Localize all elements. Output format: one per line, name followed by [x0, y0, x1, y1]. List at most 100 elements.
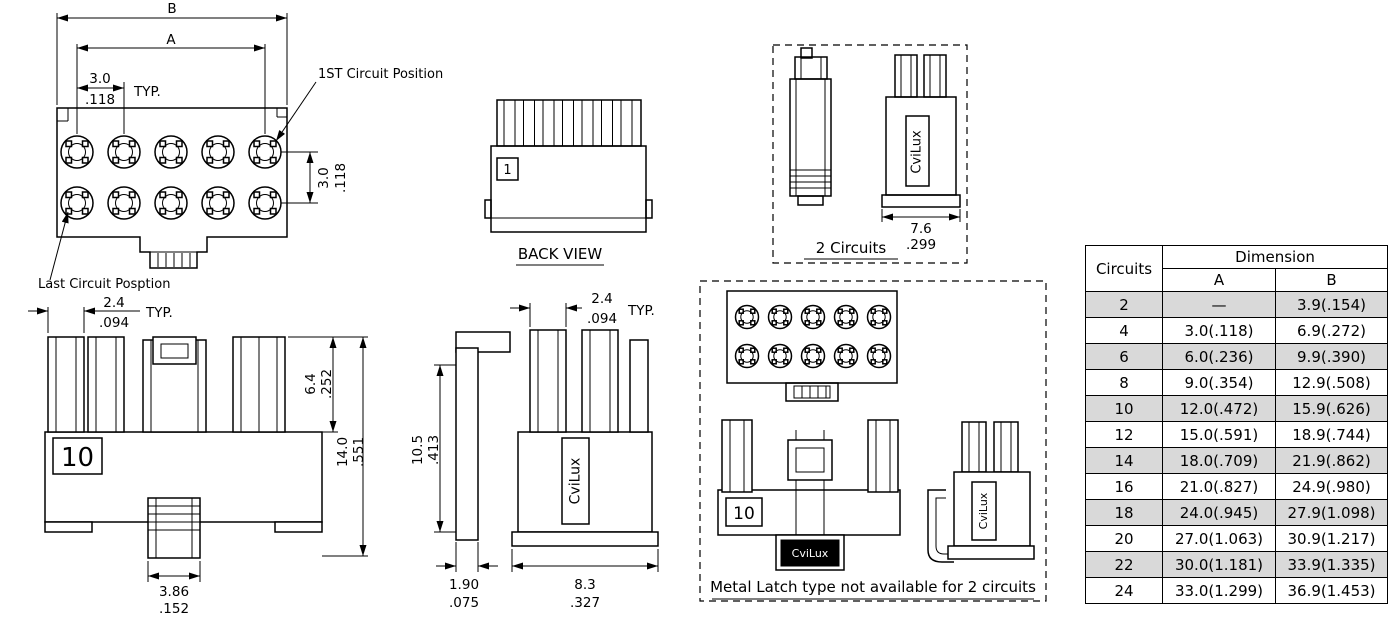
dim-height-mm: 10.5 — [410, 435, 426, 465]
header-col-b: B — [1274, 268, 1389, 292]
cell-circuits: 22 — [1085, 551, 1163, 578]
front-view: B A 3.0 .118 TYP. 3.0 .118 1ST Circuit P… — [38, 1, 443, 292]
two-circuits-frame — [772, 44, 968, 264]
cell-circuits: 12 — [1085, 421, 1163, 448]
metal-latch-caption: Metal Latch type not available for 2 cir… — [710, 578, 1036, 596]
last-circuit-callout: Last Circuit Posption — [38, 277, 170, 292]
cell-dim-b: 24.9(.980) — [1274, 473, 1389, 500]
cell-dim-a: 3.0(.118) — [1162, 317, 1276, 344]
cell-dim-a: 21.0(.827) — [1162, 473, 1276, 500]
cell-dim-a: 9.0(.354) — [1162, 369, 1276, 396]
cell-dim-a: 18.0(.709) — [1162, 447, 1276, 474]
cell-dim-a: 24.0(.945) — [1162, 499, 1276, 526]
cell-dim-b: 12.9(.508) — [1274, 369, 1389, 396]
position-one-label: 1 — [503, 163, 511, 178]
cell-dim-a: 33.0(1.299) — [1162, 577, 1276, 604]
dim-slot-in: .094 — [587, 311, 617, 327]
dim-total-height-mm: 14.0 — [335, 437, 351, 467]
typ-label-b: TYP. — [627, 303, 655, 319]
dim-slot-mm: 2.4 — [591, 291, 612, 307]
brand-logo: CviLux — [792, 547, 829, 560]
brand-logo: CviLux — [977, 492, 990, 529]
cell-circuits: 18 — [1085, 499, 1163, 526]
two-circuits-caption: 2 Circuits — [816, 239, 887, 257]
cell-dim-b: 18.9(.744) — [1274, 421, 1389, 448]
cell-dim-b: 27.9(1.098) — [1274, 499, 1389, 526]
header-dimension: Dimension — [1161, 245, 1389, 269]
position-ten-label: 10 — [61, 443, 94, 473]
typ-label-a: TYP. — [145, 305, 173, 321]
brand-logo: CviLux — [568, 458, 584, 505]
cell-dim-a: 6.0(.236) — [1162, 343, 1276, 370]
cell-dim-b: 36.9(1.453) — [1274, 577, 1389, 604]
metal-latch-frame — [699, 280, 1047, 602]
cell-dim-b: 30.9(1.217) — [1274, 525, 1389, 552]
header-circuits: Circuits — [1085, 245, 1163, 292]
cell-dim-a: 15.0(.591) — [1162, 421, 1276, 448]
cell-dim-b: 6.9(.272) — [1274, 317, 1389, 344]
side-view-a: 10 2.4 .094 TYP. 6.4 .252 14.0 .551 3.86… — [28, 295, 368, 617]
table-row: 2—3.9(.154) — [1085, 291, 1389, 318]
cell-circuits: 6 — [1085, 343, 1163, 370]
dim-latch-width-in: .152 — [159, 601, 189, 617]
cell-circuits: 10 — [1085, 395, 1163, 422]
back-view: 1 BACK VIEW — [484, 99, 653, 266]
dim-channel-height-mm: 6.4 — [303, 373, 319, 394]
dim-depth-mm: 8.3 — [574, 577, 595, 593]
dim-height-in: .413 — [426, 435, 442, 465]
dim-depth-in: .327 — [570, 595, 600, 611]
typ-label: TYP. — [133, 84, 161, 100]
dim-row-pitch-in: .118 — [333, 163, 349, 193]
dim-latch-width-mm: 3.86 — [159, 584, 189, 600]
two-circuits-view: CviLux 7.6 .299 2 Circuits — [772, 44, 968, 264]
dim-a-label: A — [166, 32, 176, 48]
header-col-a: A — [1162, 268, 1276, 292]
cell-circuits: 20 — [1085, 525, 1163, 552]
dim-width-mm: 7.6 — [910, 221, 931, 237]
dim-pitch-mm: 3.0 — [89, 71, 110, 87]
cell-dim-b: 9.9(.390) — [1274, 343, 1389, 370]
cell-circuits: 4 — [1085, 317, 1163, 344]
cell-dim-b: 3.9(.154) — [1274, 291, 1389, 318]
dim-slot-in: .094 — [99, 315, 129, 331]
dim-row-pitch-mm: 3.0 — [316, 167, 332, 188]
dim-channel-height-in: .252 — [319, 369, 335, 399]
dim-latch-in: .075 — [449, 595, 479, 611]
dim-latch-mm: 1.90 — [449, 577, 479, 593]
dim-width-in: .299 — [906, 237, 936, 253]
back-view-title: BACK VIEW — [518, 245, 603, 263]
cell-dim-a: 27.0(1.063) — [1162, 525, 1276, 552]
dim-total-height-in: .551 — [351, 437, 367, 467]
cell-dim-b: 15.9(.626) — [1274, 395, 1389, 422]
cell-circuits: 14 — [1085, 447, 1163, 474]
cell-dim-a: — — [1162, 291, 1276, 318]
dim-pitch-in: .118 — [85, 92, 115, 108]
metal-latch-view: 10 CviLux CviLux Metal Latch type not av… — [699, 280, 1047, 602]
first-circuit-callout: 1ST Circuit Position — [318, 67, 443, 82]
brand-logo: CviLux — [910, 130, 925, 174]
cell-circuits: 24 — [1085, 577, 1163, 604]
dim-b-label: B — [167, 1, 176, 17]
side-view-b: CviLux 2.4 .094 TYP. 10.5 .413 1.90 .075… — [410, 291, 659, 611]
cell-dim-a: 12.0(.472) — [1162, 395, 1276, 422]
cell-circuits: 2 — [1085, 291, 1163, 318]
dim-slot-mm: 2.4 — [103, 295, 124, 311]
cell-dim-b: 33.9(1.335) — [1274, 551, 1389, 578]
cell-dim-a: 30.0(1.181) — [1162, 551, 1276, 578]
cell-dim-b: 21.9(.862) — [1274, 447, 1389, 474]
cell-circuits: 16 — [1085, 473, 1163, 500]
position-ten-label: 10 — [733, 504, 755, 524]
